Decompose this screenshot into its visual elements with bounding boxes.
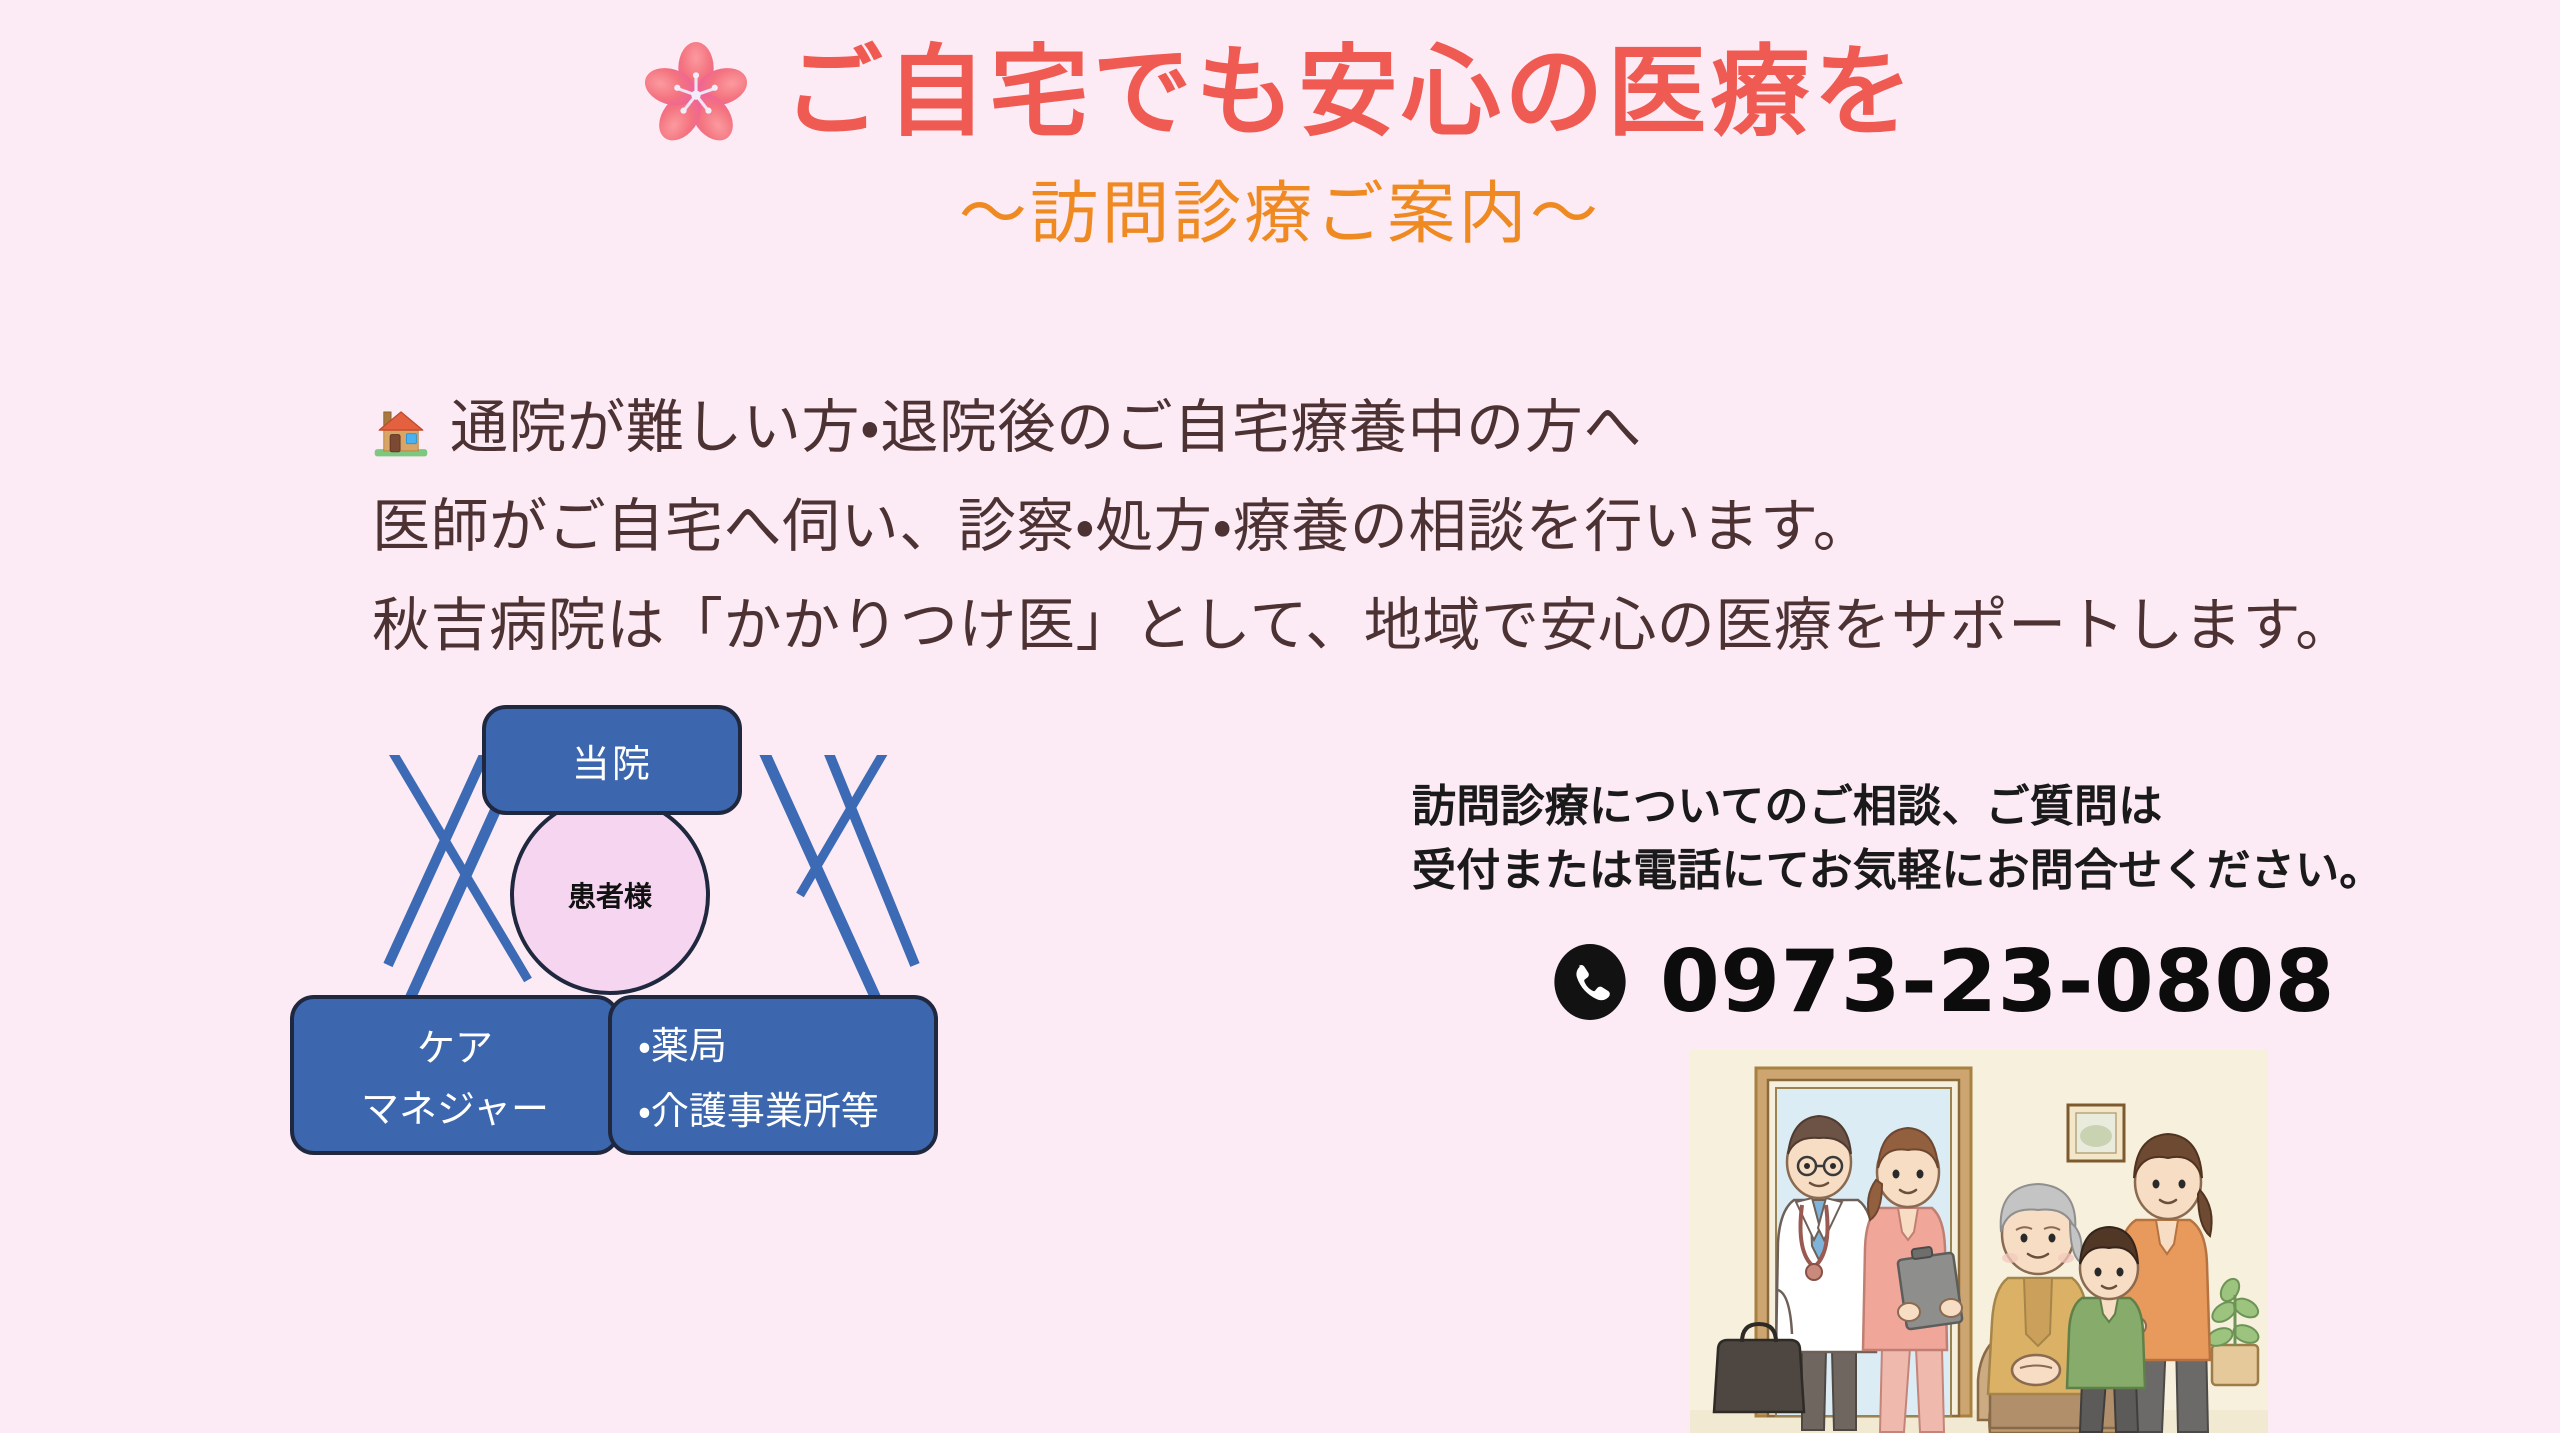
illustration-doctor — [1712, 1114, 1878, 1431]
diagram-node-caremanager-box[interactable]: ケア マネジャー — [290, 995, 620, 1155]
body-line-2: 医師がご自宅へ伺い、診察・処方・療養の相談を行います。 — [372, 477, 2532, 576]
illustration-svg — [1690, 1050, 2268, 1433]
diagram-node-clinic-label: 当院 — [571, 741, 653, 786]
body-text: 通院が難しい方・退院後のご自宅療養中の方へ 医師がご自宅へ伺い、診察・処方・療養… — [372, 378, 2532, 675]
title-row: ご自宅でも安心の医療を — [0, 28, 2560, 158]
diagram-node-caremanager-label-1: ケア — [416, 1026, 493, 1070]
page-title: ご自宅でも安心の医療を — [783, 35, 1917, 151]
contact-line-2: 受付または電話にてお気軽にお問合せください。 — [1412, 845, 2384, 896]
phone-row[interactable]: 0973-23-0808 — [1412, 939, 2532, 1025]
phone-icon — [1554, 944, 1626, 1020]
body-line-3-text: 秋吉病院は「かかりつけ医」として、地域で安心の医療をサポートします。 — [372, 591, 2354, 659]
illustration-nurse — [1861, 1126, 1964, 1433]
care-network-diagram: 患者様 当院 ケア マネジャー ・薬局 ・介護事業所等 — [290, 705, 1330, 1395]
body-line-3: 秋吉病院は「かかりつけ医」として、地域で安心の医療をサポートします。 — [372, 576, 2532, 675]
house-icon — [374, 410, 428, 456]
diagram-node-pharmacy-label-2: ・介護事業所等 — [638, 1089, 879, 1133]
body-line-1-text: 通院が難しい方・退院後のご自宅療養中の方へ — [450, 393, 1642, 461]
home-visit-illustration — [1690, 1050, 2268, 1433]
body-line-1: 通院が難しい方・退院後のご自宅療養中の方へ — [372, 378, 2532, 477]
contact-info: 訪問診療についてのご相談、ご質問は 受付または電話にてお気軽にお問合せください。… — [1412, 775, 2532, 1025]
diagram-node-pharmacy-label-1: ・薬局 — [638, 1024, 727, 1068]
diagram-node-patient[interactable]: 患者様 — [510, 795, 710, 995]
edge-clinic-pharmacy — [824, 755, 920, 967]
diagram-node-patient-label: 患者様 — [567, 880, 652, 913]
diagram-node-pharmacy-box[interactable]: ・薬局 ・介護事業所等 — [608, 995, 938, 1155]
body-line-2-text: 医師がご自宅へ伺い、診察・処方・療養の相談を行います。 — [372, 492, 1872, 560]
connector-top-left — [389, 755, 532, 983]
edge-right — [759, 755, 884, 1006]
header: ご自宅でも安心の医療を 〜訪問診療ご案内〜 — [0, 28, 2560, 256]
contact-line-1: 訪問診療についてのご相談、ご質問は — [1412, 781, 2163, 832]
edge-caremanager-clinic — [383, 755, 490, 968]
cherry-blossom-icon — [644, 42, 747, 141]
diagram-node-clinic-box[interactable]: 当院 — [482, 705, 742, 815]
diagram-node-caremanager-label-2: マネジャー — [360, 1087, 550, 1131]
diagram-nodes-layer: 患者様 当院 ケア マネジャー ・薬局 ・介護事業所等 — [290, 705, 1330, 1395]
illustration-child — [2065, 1225, 2147, 1433]
phone-number[interactable]: 0973-23-0808 — [1660, 932, 2335, 1032]
page-subtitle: 〜訪問診療ご案内〜 — [958, 175, 1602, 254]
